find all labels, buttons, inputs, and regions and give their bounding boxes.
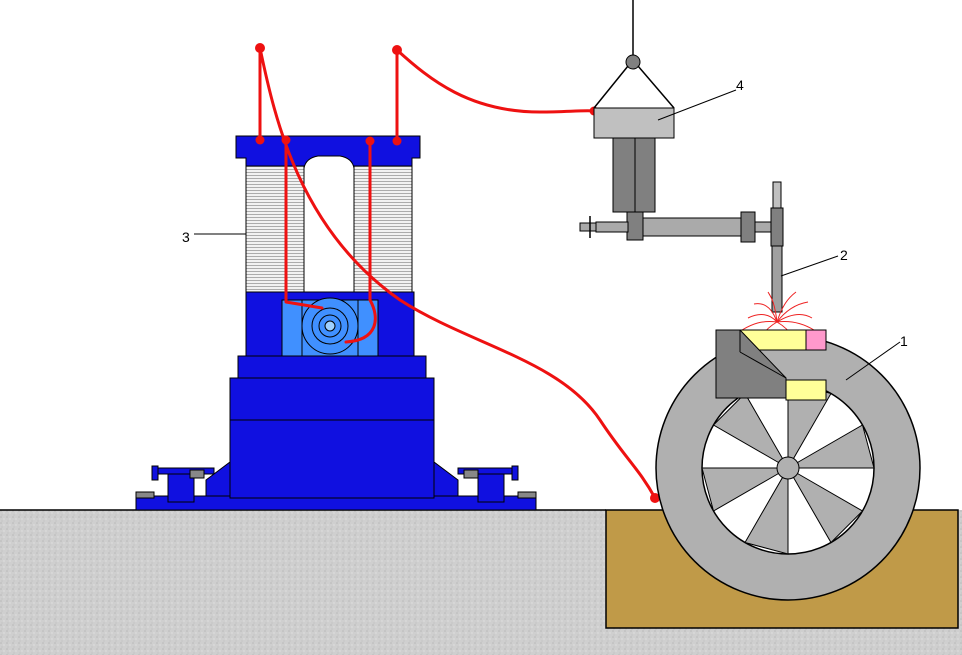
welding-power-machine (135, 135, 537, 511)
welding-head (579, 0, 784, 313)
leader-lines (194, 89, 901, 381)
cable-4 (344, 138, 377, 344)
electrode (772, 181, 782, 209)
wheel-hub (776, 456, 800, 480)
clamp-shoe (715, 329, 787, 399)
left-coil (245, 165, 305, 293)
machine-body (229, 377, 435, 499)
weld-deposit-pink (805, 329, 827, 351)
right-foot (477, 471, 505, 503)
label-3: 3 (182, 229, 190, 245)
label-1: 1 (900, 333, 908, 349)
torch-tip (771, 245, 783, 313)
right-coil (353, 165, 413, 293)
cables (258, 46, 657, 500)
label-4: 4 (736, 77, 744, 93)
cable-2 (258, 46, 657, 500)
cable-6 (395, 48, 596, 114)
top-yoke (235, 135, 421, 169)
torch-arm (642, 217, 742, 237)
head-block (593, 107, 675, 139)
welding-sparks (741, 291, 815, 339)
cable-terminals (255, 43, 660, 503)
weld-deposit-lower (785, 379, 827, 401)
hanger-ball (625, 54, 641, 70)
label-2: 2 (840, 247, 848, 263)
wheel (655, 329, 921, 601)
cable-3 (284, 138, 324, 310)
wheel-spokes (701, 381, 875, 555)
